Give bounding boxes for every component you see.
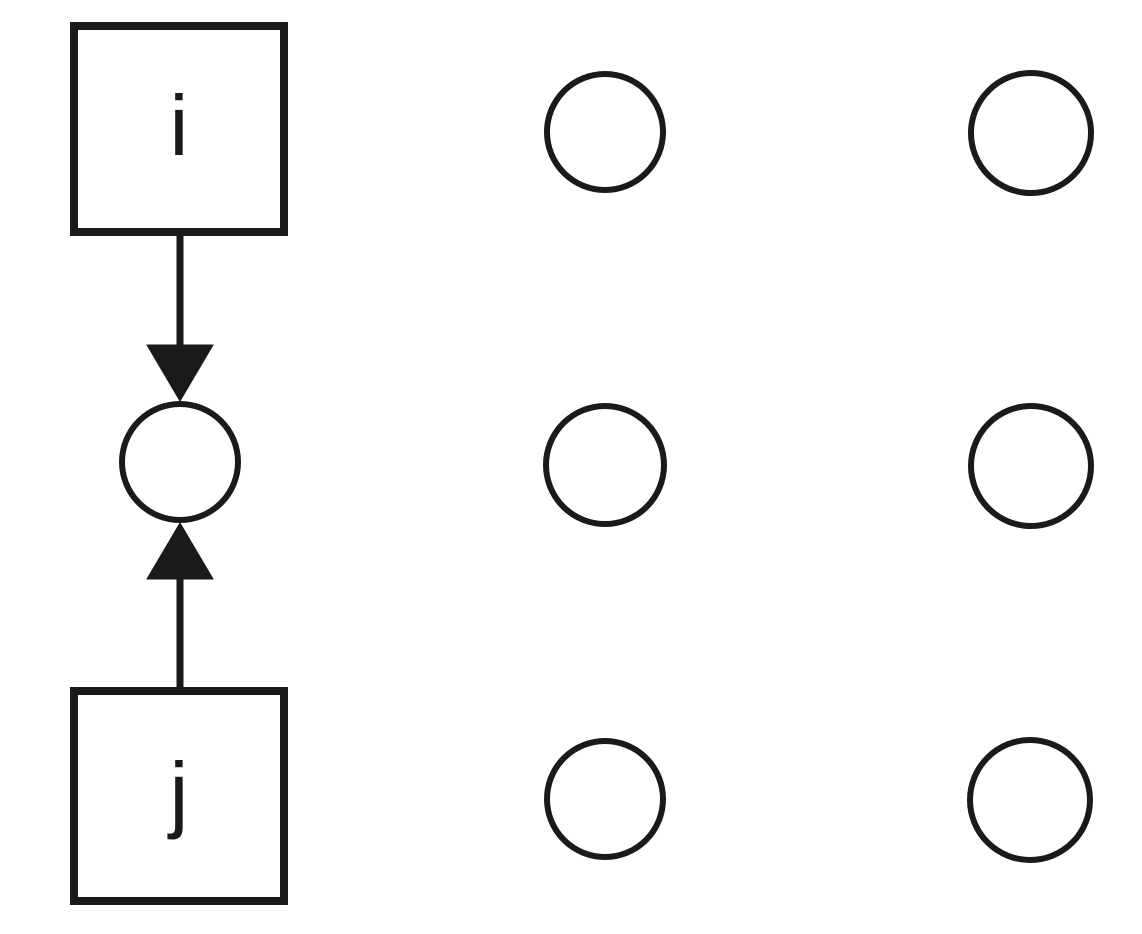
circle-node-left-middle xyxy=(119,401,241,523)
square-node-i-label: i xyxy=(170,79,189,174)
circle-node-right-bottom xyxy=(967,737,1093,863)
arrow-j-to-circle-head xyxy=(146,522,214,580)
square-node-j xyxy=(70,687,288,905)
circle-node-center-middle xyxy=(543,403,667,527)
circle-node-center-bottom xyxy=(544,738,666,860)
circle-node-right-middle xyxy=(968,403,1094,529)
square-node-j-label: j xyxy=(167,746,189,841)
arrow-i-to-circle-head xyxy=(146,344,214,402)
circle-node-right-top xyxy=(968,70,1094,196)
circle-node-center-top xyxy=(544,71,666,193)
square-node-i xyxy=(70,22,288,236)
